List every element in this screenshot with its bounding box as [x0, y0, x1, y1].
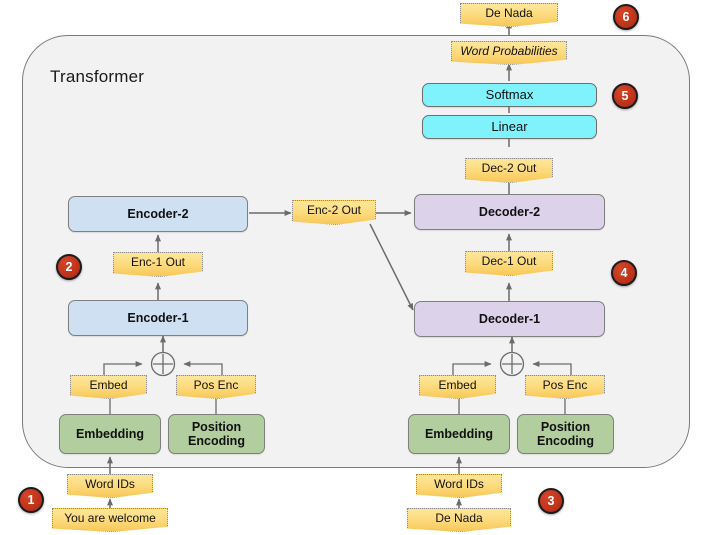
target-pos-enc-note: Pos Enc: [525, 375, 605, 399]
step-marker-6: 6: [613, 4, 639, 30]
dec-1-out-note: Dec-1 Out: [465, 251, 553, 276]
step-marker-2: 2: [56, 254, 82, 280]
target-sentence-label: De Nada: [407, 508, 511, 532]
target-position-encoding-box: Position Encoding: [517, 414, 614, 454]
target-embedding-box: Embedding: [408, 414, 510, 454]
source-sentence-label: You are welcome: [52, 508, 168, 532]
source-embedding-box: Embedding: [59, 414, 161, 454]
page-title: Transformer: [50, 67, 145, 86]
decoder-2-box: Decoder-2: [414, 194, 605, 230]
enc-2-out-note: Enc-2 Out: [292, 200, 376, 225]
source-embed-note: Embed: [70, 375, 147, 399]
target-word-ids-label: Word IDs: [416, 474, 502, 498]
source-word-ids-label: Word IDs: [67, 474, 153, 498]
source-position-encoding-box: Position Encoding: [168, 414, 265, 454]
final-output-note: De Nada: [460, 3, 558, 27]
step-marker-1: 1: [18, 487, 44, 513]
target-embed-note: Embed: [419, 375, 496, 399]
encoder-1-box: Encoder-1: [68, 300, 248, 336]
step-marker-4: 4: [611, 260, 637, 286]
decoder-1-box: Decoder-1: [414, 301, 605, 337]
word-probabilities-note: Word Probabilities: [451, 41, 567, 65]
enc-1-out-note: Enc-1 Out: [113, 252, 203, 277]
step-marker-3: 3: [538, 488, 564, 514]
softmax-box: Softmax: [422, 83, 597, 107]
dec-2-out-note: Dec-2 Out: [465, 158, 553, 183]
source-pos-enc-note: Pos Enc: [176, 375, 256, 399]
linear-box: Linear: [422, 115, 597, 139]
encoder-2-box: Encoder-2: [68, 196, 248, 232]
step-marker-5: 5: [612, 83, 638, 109]
